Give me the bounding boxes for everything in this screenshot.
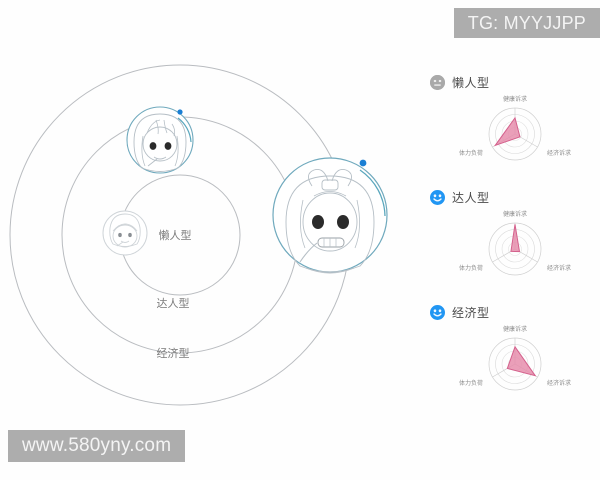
radar-card-title: 懒人型 — [452, 76, 490, 90]
radar-card-header: 达人型 — [430, 189, 490, 206]
radar-axis-label-effort: 体力负荷 — [459, 379, 483, 387]
neutral-face-icon — [430, 75, 445, 90]
accent-dot-large — [359, 159, 367, 167]
middle-ring-label: 达人型 — [157, 296, 190, 310]
happy-face-icon — [430, 190, 445, 205]
radar-axis-label-effort: 体力负荷 — [459, 264, 483, 272]
radar-axis-label-health: 健康诉求 — [503, 325, 527, 333]
radar-axis-label-health: 健康诉求 — [503, 210, 527, 218]
inner-ring-label: 懒人型 — [159, 228, 192, 242]
radar-chart-expert: 健康诉求 经济诉求 体力负荷 — [459, 210, 571, 276]
radar-card-economy[interactable]: 经济型 健康诉求 经济诉求 体力负荷 — [425, 300, 600, 412]
radar-card-title: 达人型 — [452, 191, 490, 205]
radar-axis-label-effort: 体力负荷 — [459, 149, 483, 157]
radar-axis-label-health: 健康诉求 — [503, 95, 527, 103]
radar-axis-label-economy: 经济诉求 — [547, 264, 571, 272]
economy-type-avatar — [272, 157, 388, 274]
radar-card-title: 经济型 — [452, 306, 490, 320]
happy-face-icon — [430, 305, 445, 320]
watermark-bottom-left: www.580yny.com — [8, 430, 186, 462]
radar-card-header: 懒人型 — [430, 74, 490, 91]
radar-chart-economy: 健康诉求 经济诉求 体力负荷 — [459, 325, 571, 391]
persona-radar-panel: 懒人型 健康诉求 经济诉求 体力负荷 — [425, 0, 600, 480]
radar-axis-label-economy: 经济诉求 — [547, 379, 571, 387]
outer-ring-label: 经济型 — [157, 346, 190, 360]
consumer-segment-diagram: 懒人型 达人型 经济型 — [9, 64, 388, 406]
accent-dot-small — [177, 109, 183, 115]
radar-card-lazy[interactable]: 懒人型 健康诉求 经济诉求 体力负荷 — [425, 70, 600, 182]
radar-card-header: 经济型 — [430, 304, 490, 321]
lazy-type-avatar — [102, 210, 148, 256]
radar-axis-label-economy: 经济诉求 — [547, 149, 571, 157]
watermark-top-right: TG: MYYJJPP — [453, 8, 600, 38]
expert-type-avatar — [126, 106, 194, 174]
venn-svg: 懒人型 达人型 经济型 — [9, 64, 388, 406]
radar-card-expert[interactable]: 达人型 健康诉求 经济诉求 体力负荷 — [425, 185, 600, 297]
radar-chart-lazy: 健康诉求 经济诉求 体力负荷 — [459, 95, 571, 161]
